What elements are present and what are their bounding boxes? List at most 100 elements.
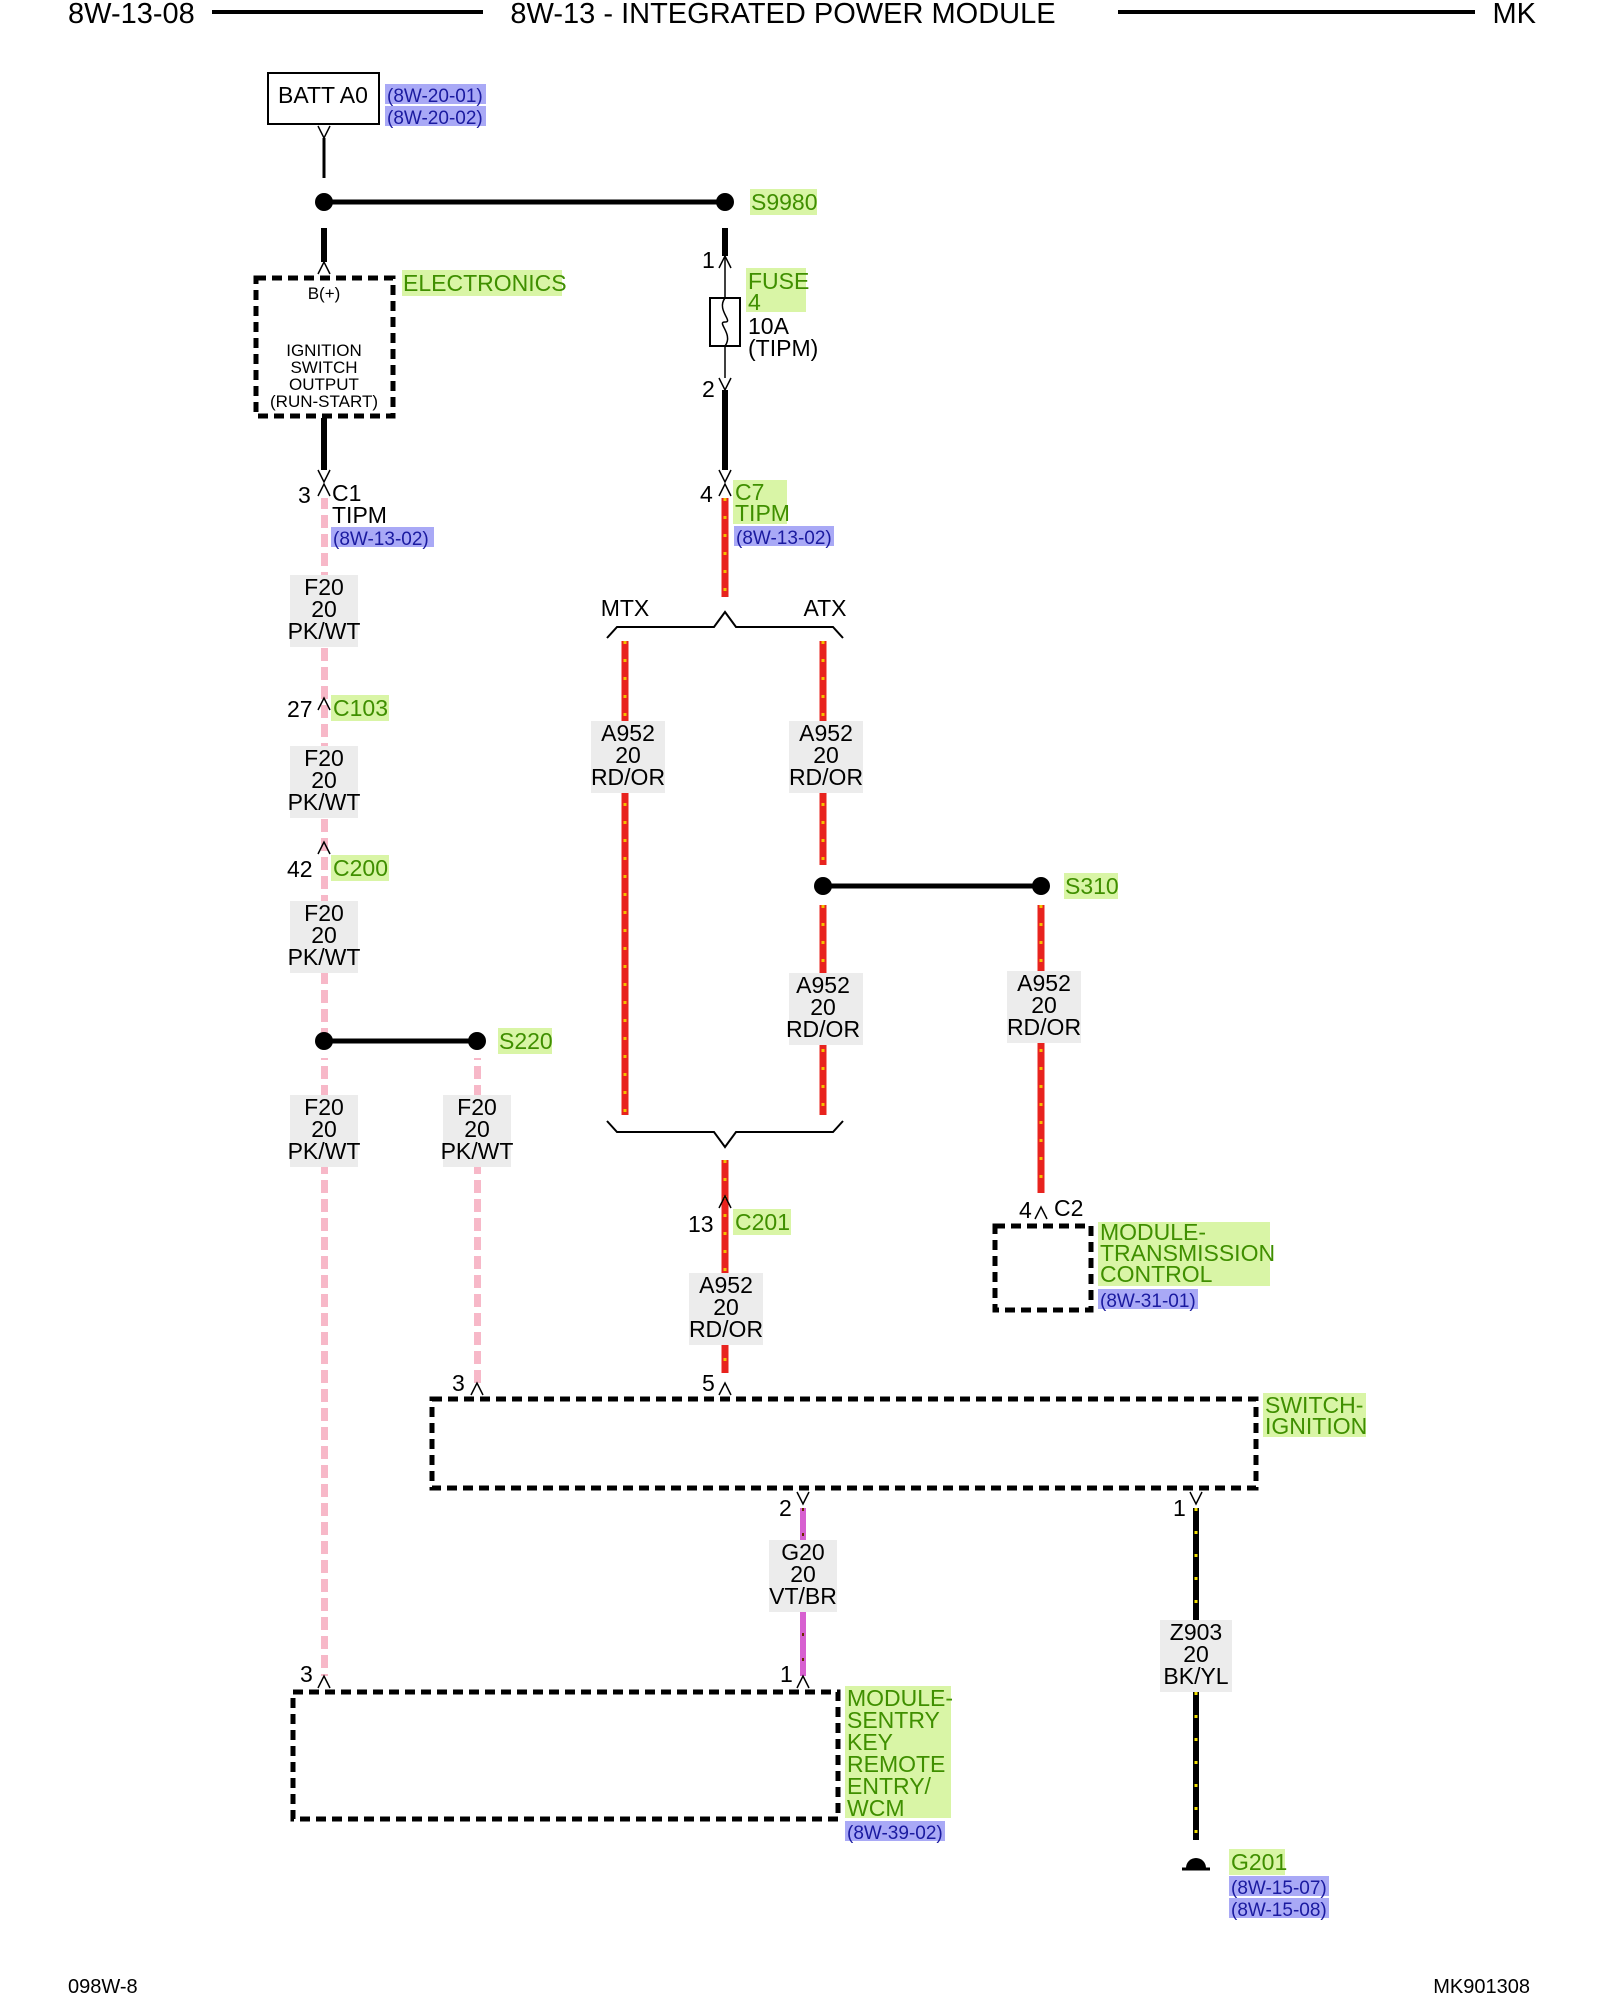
f20-label-5-circuit: F20 (457, 1094, 497, 1120)
wcm-ref-bg (845, 1821, 945, 1841)
c201-connector-symbol (718, 1194, 732, 1209)
splice-s310-left-dot (814, 877, 832, 895)
tcm-ref-bg (1098, 1289, 1198, 1309)
c7-pin: 4 (700, 481, 713, 507)
splice-s310-bg (1064, 873, 1118, 899)
footer-right-code: MK901308 (1433, 1976, 1530, 1998)
page-title: 8W-13 - INTEGRATED POWER MODULE (510, 0, 1055, 30)
c200-name-bg (331, 855, 389, 881)
a952-label-tcm-bg (1007, 971, 1081, 1043)
wcm-pin-g20-terminal (796, 1674, 810, 1689)
c7-output-terminal (718, 469, 732, 484)
a952-label-atx-bg (789, 721, 863, 793)
c201-pin: 13 (688, 1211, 714, 1237)
a952-label-atx-circuit: A952 (799, 720, 853, 746)
header: 8W-13-08 8W-13 - INTEGRATED POWER MODULE… (68, 0, 1537, 30)
electronics-function-2: SWITCH (290, 358, 357, 377)
g20-label-color: VT/BR (769, 1583, 837, 1609)
ground-ref-1-link[interactable]: (8W-15-07) (1231, 1878, 1327, 1899)
electronics-name[interactable]: ELECTRONICS (403, 270, 567, 296)
wcm-ref-link[interactable]: (8W-39-02) (847, 1823, 943, 1844)
a952-label-c201-color: RD/OR (689, 1316, 763, 1342)
splice-s310-dot (1032, 877, 1050, 895)
f20-label-3-circuit: F20 (304, 900, 344, 926)
z903-label-circuit: Z903 (1170, 1619, 1222, 1645)
c1-ref-bg (331, 527, 434, 547)
f20-label-3-gauge: 20 (311, 922, 337, 948)
electronics-function-1: IGNITION (286, 341, 362, 360)
c1-name[interactable]: C1 (332, 480, 361, 506)
splice-s310-label[interactable]: S310 (1065, 873, 1119, 899)
c7-name-bg (733, 480, 787, 524)
c103-connector-symbol (317, 696, 331, 711)
wcm-name-line-6: WCM (847, 1795, 904, 1821)
splice-s9980-label[interactable]: S9980 (751, 189, 818, 215)
a952-label-atx-lower-gauge: 20 (810, 994, 836, 1020)
a952-label-atx-gauge: 20 (813, 742, 839, 768)
splice-s220-bg (498, 1028, 552, 1054)
batt-ref-2-link[interactable]: (8W-20-02) (387, 108, 483, 129)
option-atx-label: ATX (803, 595, 846, 621)
a952-label-c201-gauge: 20 (713, 1294, 739, 1320)
electronics-pin-label: B(+) (308, 284, 341, 303)
c201-name[interactable]: C201 (735, 1209, 790, 1235)
c1-output-terminal (317, 469, 331, 484)
f20-label-1-bg (290, 575, 358, 647)
c103-pin: 27 (287, 696, 313, 722)
f20-label-4-color: PK/WT (288, 1138, 361, 1164)
electronics-bplus-terminal (317, 260, 331, 275)
wcm-box (290, 1689, 841, 1822)
switch-pin-z903-terminal (1189, 1491, 1203, 1506)
c2-name[interactable]: C2 (1054, 1195, 1083, 1221)
a952-label-mtx-circuit: A952 (601, 720, 655, 746)
ground-g201-name[interactable]: G201 (1231, 1849, 1287, 1875)
f20-label-5-gauge: 20 (464, 1116, 490, 1142)
c7-name[interactable]: C7 (735, 479, 764, 505)
c103-name-bg (331, 695, 389, 721)
fuse-pin-in: 1 (702, 247, 715, 273)
a952-label-mtx-gauge: 20 (615, 742, 641, 768)
batt-ref-1-bg (385, 84, 486, 104)
f20-label-2-color: PK/WT (288, 789, 361, 815)
wcm-name-line-1[interactable]: MODULE- (847, 1685, 953, 1711)
splice-s220-dot (468, 1032, 486, 1050)
c200-pin: 42 (287, 856, 313, 882)
ground-g201-symbol (1186, 1858, 1206, 1868)
tcm-name-line-1[interactable]: MODULE- (1100, 1219, 1206, 1245)
ground-g201-name-bg (1229, 1849, 1285, 1875)
c200-connector-symbol (317, 840, 331, 855)
batt-ref-2-bg (385, 106, 486, 126)
switch-ignition-box (429, 1396, 1259, 1491)
ground-ref-2-link[interactable]: (8W-15-08) (1231, 1900, 1327, 1921)
batt-source: BATT A0 (8W-20-01) (8W-20-02) (267, 72, 486, 178)
tcm-ref-link[interactable]: (8W-31-01) (1100, 1291, 1196, 1312)
f20-label-5-bg (443, 1095, 511, 1167)
option-mtx-label: MTX (601, 595, 650, 621)
f20-label-4-circuit: F20 (304, 1094, 344, 1120)
a952-label-atx-lower-color: RD/OR (786, 1016, 860, 1042)
c7-ref-link[interactable]: (8W-13-02) (736, 528, 832, 549)
wcm-name-line-3: KEY (847, 1729, 893, 1755)
wcm-name-line-5: ENTRY/ (847, 1773, 932, 1799)
f20-label-2-circuit: F20 (304, 745, 344, 771)
c7-module: TIPM (735, 500, 790, 526)
c103-name[interactable]: C103 (333, 695, 388, 721)
splice-s220-label[interactable]: S220 (499, 1028, 553, 1054)
batt-bus-node (315, 193, 333, 211)
c2-connector-symbol (1034, 1205, 1048, 1220)
c1-ref-link[interactable]: (8W-13-02) (333, 529, 429, 550)
fuse-name[interactable]: FUSE (748, 268, 809, 294)
a952-label-tcm-color: RD/OR (1007, 1014, 1081, 1040)
a952-label-mtx-color: RD/OR (591, 764, 665, 790)
g20-label-bg (769, 1540, 837, 1612)
wcm-name-bg (845, 1686, 951, 1818)
tcm-name-line-2: TRANSMISSION (1100, 1240, 1275, 1266)
fuse-name-bg (746, 268, 806, 312)
f20-label-4-bg (290, 1095, 358, 1167)
c200-name[interactable]: C200 (333, 855, 388, 881)
wire-f20-to-wcm (321, 1058, 328, 1676)
batt-ref-1-link[interactable]: (8W-20-01) (387, 86, 483, 107)
switch-ignition-name-line-1[interactable]: SWITCH- (1265, 1392, 1363, 1418)
f20-label-1-color: PK/WT (288, 618, 361, 644)
